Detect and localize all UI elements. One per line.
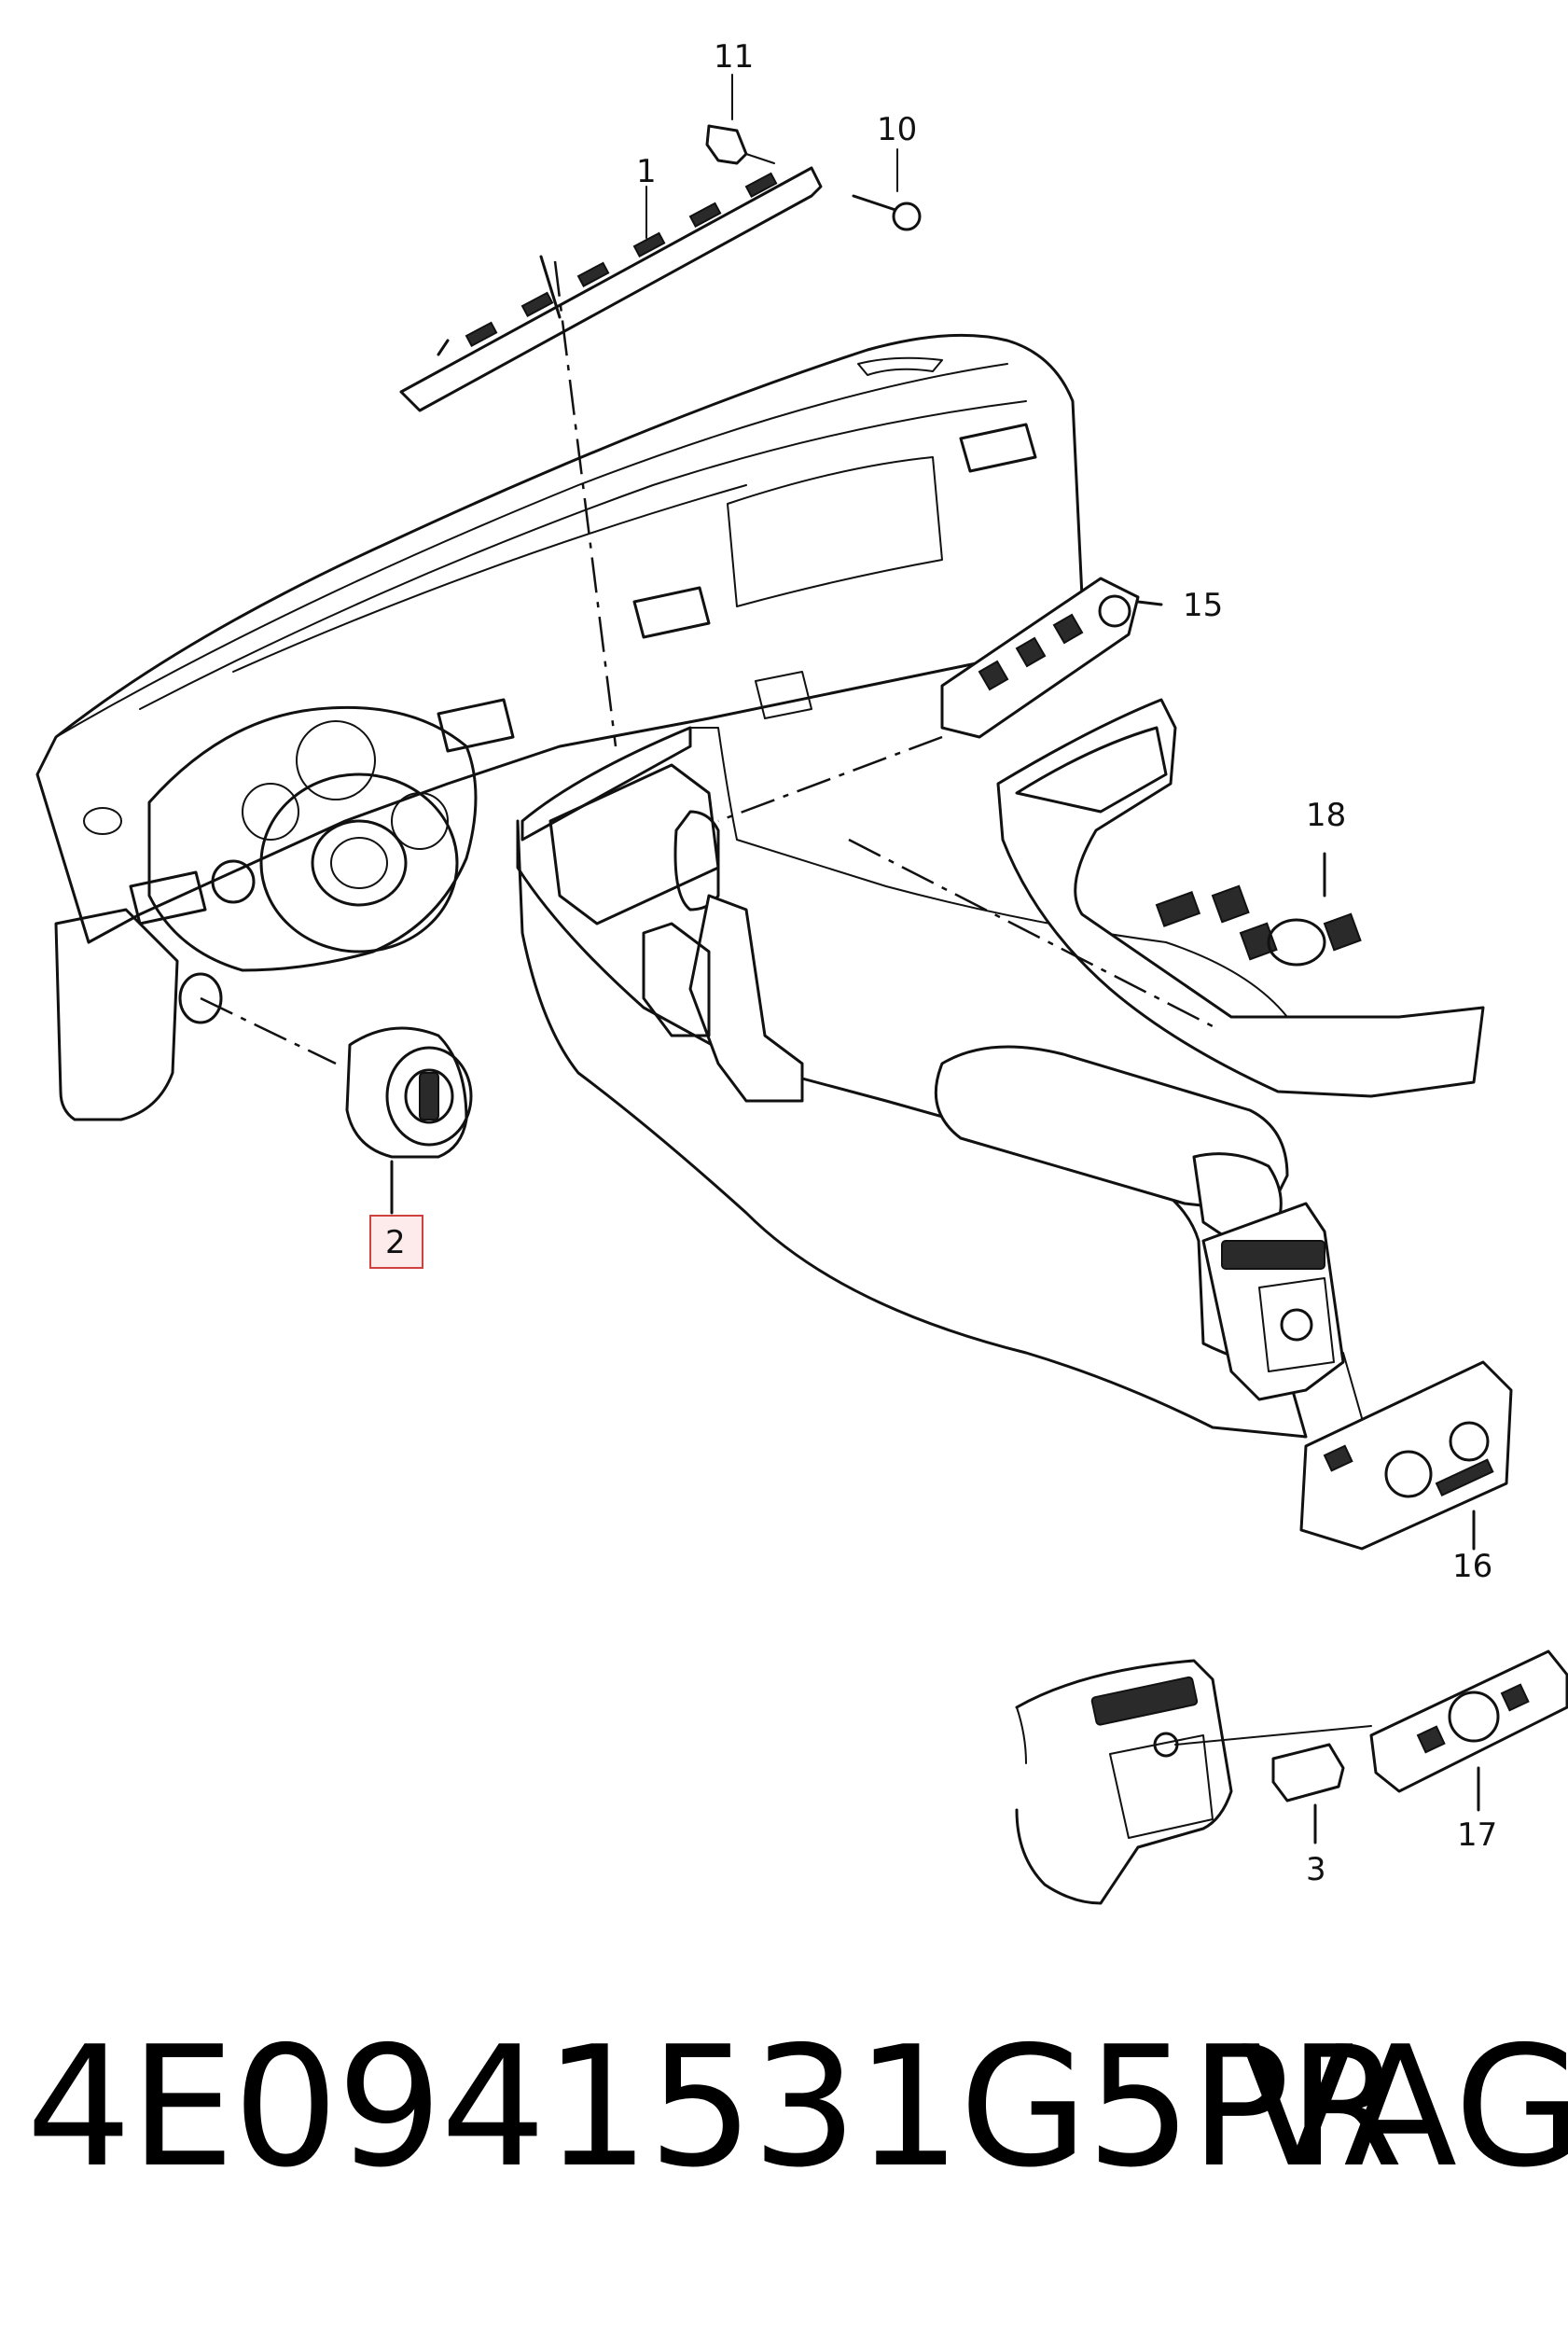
dashboard-outline xyxy=(35,333,1084,1121)
callout-2: 2 xyxy=(385,1224,406,1261)
part-2-light-switch xyxy=(200,996,473,1215)
callout-11: 11 xyxy=(714,38,754,76)
part-1-switch-strip xyxy=(399,166,823,747)
brand-text: VAG xyxy=(1241,2011,1568,2204)
rear-console-inset xyxy=(1015,1659,1233,1905)
part-17-rear-switch-panel xyxy=(1369,1649,1568,1812)
callout-15: 15 xyxy=(1183,587,1223,624)
callout-18: 18 xyxy=(1306,797,1346,834)
part-18-console-trim xyxy=(848,698,1485,1098)
callout-1: 1 xyxy=(636,153,657,190)
callout-16: 16 xyxy=(1452,1548,1492,1585)
center-console-outline xyxy=(516,726,1345,1439)
callout-labels: 11 10 1 15 18 16 3 17 2 xyxy=(369,38,1497,1888)
callout-17: 17 xyxy=(1457,1816,1497,1854)
part-number-text: 4E0941531G5PR xyxy=(26,2011,1404,2204)
part-11-clip xyxy=(705,124,775,165)
part-10-screw xyxy=(852,194,922,231)
callout-10: 10 xyxy=(877,111,917,148)
callout-3: 3 xyxy=(1306,1851,1326,1888)
part-3-connector xyxy=(1174,1725,1372,1844)
part-15-switch-module xyxy=(717,577,1163,823)
callout-2-highlight-box xyxy=(369,1215,423,1269)
part-16-climate-control xyxy=(1299,1352,1513,1551)
